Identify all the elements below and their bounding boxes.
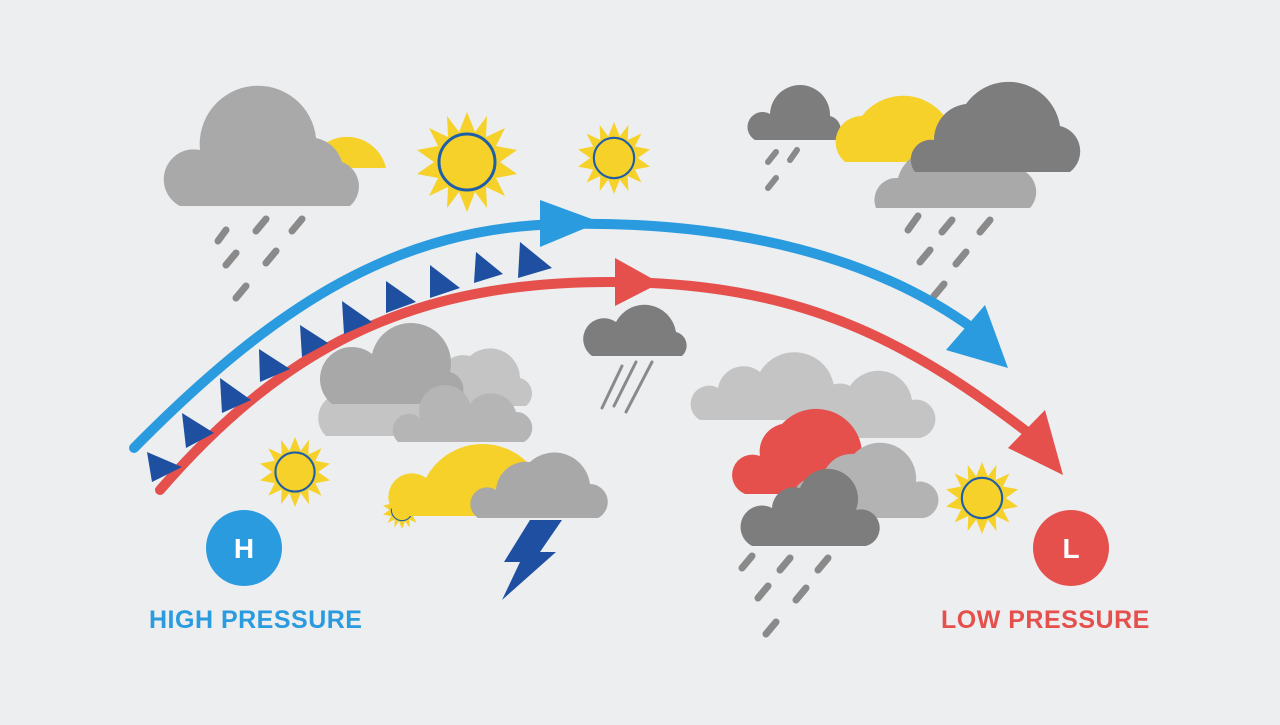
low-pressure-marker: L	[1033, 510, 1109, 586]
cloud-icon	[163, 85, 359, 206]
cloud-icon	[319, 322, 464, 404]
cold-front-triangles	[147, 242, 552, 482]
high-pressure-marker: H	[206, 510, 282, 586]
rain-icon	[600, 360, 654, 414]
rain-icon	[904, 212, 994, 300]
rain-icon	[214, 215, 306, 302]
high-pressure-symbol: H	[234, 533, 254, 564]
high-pressure-arrow	[129, 200, 1008, 453]
rain-cloud-top-right-small	[747, 85, 841, 191]
cold-front-icon	[342, 301, 372, 334]
low-pressure-label: LOW PRESSURE	[941, 606, 1150, 634]
cold-front-icon	[182, 413, 214, 448]
rain-cloud-top-left	[163, 85, 386, 302]
cold-front-icon	[300, 325, 328, 357]
arrow-icon	[946, 305, 1008, 368]
rain-icon	[738, 552, 832, 638]
cloud-icon	[470, 452, 608, 518]
cloud-icon	[392, 385, 533, 442]
cold-front-icon	[474, 252, 503, 283]
lightning-icon	[502, 520, 562, 600]
cloud-icon	[583, 304, 687, 356]
cold-front-icon	[430, 265, 460, 298]
cold-front-icon	[220, 378, 251, 413]
cloud-cluster-left	[318, 322, 533, 442]
arrow-icon	[1008, 410, 1063, 475]
cold-front-icon	[518, 242, 552, 278]
cold-front-icon	[147, 452, 182, 482]
cloud-icon	[690, 352, 850, 420]
cold-front-icon	[386, 281, 416, 313]
rain-cloud-center	[583, 304, 687, 414]
arrow-icon	[615, 258, 660, 306]
rain-icon	[765, 147, 800, 191]
storm-cloud-icon	[910, 81, 1081, 172]
high-pressure-label: HIGH PRESSURE	[149, 606, 363, 634]
sun-icon	[944, 460, 1020, 536]
low-pressure-symbol: L	[1062, 533, 1079, 564]
storm-cloud-icon	[740, 468, 880, 546]
sun-icon	[576, 120, 652, 196]
rain-cloud-top-right	[874, 81, 1081, 300]
sun-icon	[258, 435, 332, 509]
cold-front-arrow	[155, 258, 1063, 495]
sun-icon	[415, 110, 519, 214]
cloud-icon	[747, 85, 841, 140]
cloud-cluster-right	[690, 352, 939, 638]
cold-front-icon	[259, 349, 290, 382]
low-pressure-arrow-path	[155, 276, 1045, 495]
arrow-icon	[540, 200, 600, 247]
